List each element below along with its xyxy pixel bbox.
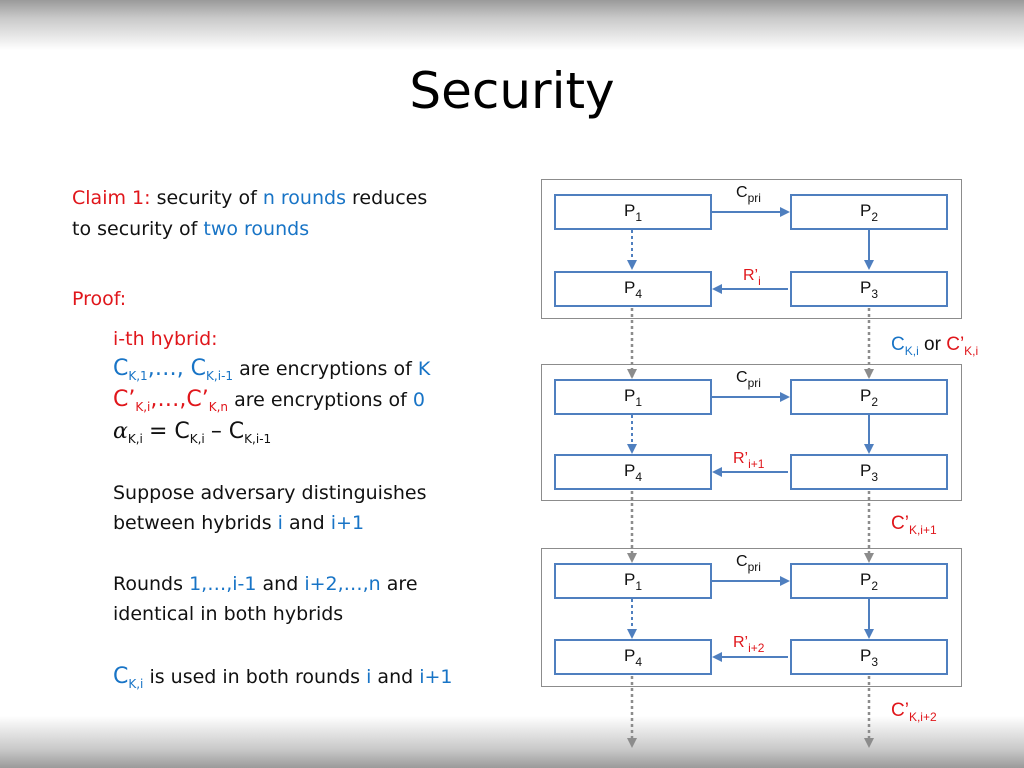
- c-pri-label: Cpri: [736, 184, 761, 205]
- hybrid-line-2: C’K,i,…,C’K,n are encryptions of 0: [113, 387, 425, 414]
- claim-two-rounds: two rounds: [203, 218, 310, 240]
- para3-line: CK,i is used in both rounds i and i+1: [113, 664, 453, 691]
- header-gradient-band: [0, 0, 1024, 50]
- party-box-p3: P3: [790, 454, 948, 490]
- para2-line-2: identical in both hybrids: [113, 603, 344, 625]
- hybrid-line-1: CK,1,…, CK,i-1 are encryptions of K: [113, 356, 430, 383]
- para1-text: between hybrids: [113, 512, 272, 534]
- hybrid-eq: = C: [148, 419, 190, 444]
- r-label: R’i: [743, 267, 761, 288]
- party-box-p2: P2: [790, 194, 948, 230]
- party-box-p3: P3: [790, 639, 948, 675]
- para3-c: C: [113, 664, 129, 689]
- party-box-p1: P1: [554, 563, 712, 599]
- para2-are: are: [386, 573, 418, 595]
- para3-i1: i+1: [419, 666, 453, 688]
- round-frame-1: [541, 179, 962, 319]
- c-pri-label: Cpri: [736, 553, 761, 574]
- round-frame-2: [541, 364, 962, 501]
- party-box-p4: P4: [554, 271, 712, 307]
- hybrid-sub: K,i: [189, 432, 205, 446]
- hybrid-text: are encryptions of: [239, 358, 412, 380]
- hybrid-value-k: K: [417, 358, 431, 380]
- hybrid-minus: – C: [210, 419, 245, 444]
- para1-line-2: between hybrids i and i+1: [113, 512, 364, 534]
- hybrid-c-symbol: C: [113, 356, 129, 381]
- alpha-symbol: α: [113, 419, 128, 444]
- party-box-p1: P1: [554, 379, 712, 415]
- para2-range1: 1,…,i-1: [189, 573, 257, 595]
- c-pri-label: Cpri: [736, 369, 761, 390]
- para2-and: and: [262, 573, 299, 595]
- hybrid-sub: K,n: [208, 400, 229, 414]
- hybrid-heading: i-th hybrid:: [113, 328, 218, 350]
- hybrid-line-3: αK,i = CK,i – CK,i-1: [113, 419, 271, 446]
- party-box-p4: P4: [554, 639, 712, 675]
- r-label: R’i+1: [733, 450, 765, 471]
- hybrid-c-prime-symbol: C’: [113, 387, 136, 412]
- para3-i: i: [366, 666, 372, 688]
- para3-sub: K,i: [128, 677, 144, 691]
- para1-i1: i+1: [330, 512, 365, 534]
- party-box-p3: P3: [790, 271, 948, 307]
- party-box-p2: P2: [790, 563, 948, 599]
- para3-and: and: [377, 666, 414, 688]
- proof-label: Proof:: [72, 288, 127, 310]
- between-label-2: C’K,i+1: [891, 513, 937, 537]
- party-box-p2: P2: [790, 379, 948, 415]
- r-label: R’i+2: [733, 634, 765, 655]
- between-label-1: CK,i or C’K,i: [891, 334, 979, 358]
- hybrid-c-symbol: ,…, C: [147, 356, 207, 381]
- para1-line-1: Suppose adversary distinguishes: [113, 482, 427, 504]
- para1-i: i: [277, 512, 283, 534]
- hybrid-c-prime-symbol: ,…,C’: [150, 387, 209, 412]
- hybrid-sub: K,i: [127, 432, 143, 446]
- claim-line-1: Claim 1: security of n rounds reduces: [72, 187, 427, 209]
- hybrid-sub: K,i: [135, 400, 151, 414]
- para2-text: Rounds: [113, 573, 184, 595]
- claim-text-c: to security of: [72, 218, 198, 240]
- claim-label: Claim 1:: [72, 187, 151, 209]
- para2-line-1: Rounds 1,…,i-1 and i+2,…,n are: [113, 573, 418, 595]
- hybrid-sub: K,i-1: [244, 432, 272, 446]
- hybrid-value-zero: 0: [412, 389, 425, 411]
- slide-title: Security: [409, 62, 615, 120]
- party-box-p1: P1: [554, 194, 712, 230]
- hybrid-sub: K,1: [128, 369, 148, 383]
- para2-range2: i+2,…,n: [304, 573, 381, 595]
- claim-text-a: security of: [156, 187, 257, 209]
- round-frame-3: [541, 548, 962, 687]
- claim-n-rounds: n rounds: [262, 187, 346, 209]
- hybrid-sub: K,i-1: [206, 369, 234, 383]
- footer-gradient-band: [0, 716, 1024, 768]
- between-label-3: C’K,i+2: [891, 700, 937, 724]
- claim-line-2: to security of two rounds: [72, 218, 309, 240]
- claim-text-b: reduces: [352, 187, 428, 209]
- para3-text: is used in both rounds: [149, 666, 361, 688]
- hybrid-text: are encryptions of: [234, 389, 407, 411]
- party-box-p4: P4: [554, 454, 712, 490]
- para1-and: and: [288, 512, 325, 534]
